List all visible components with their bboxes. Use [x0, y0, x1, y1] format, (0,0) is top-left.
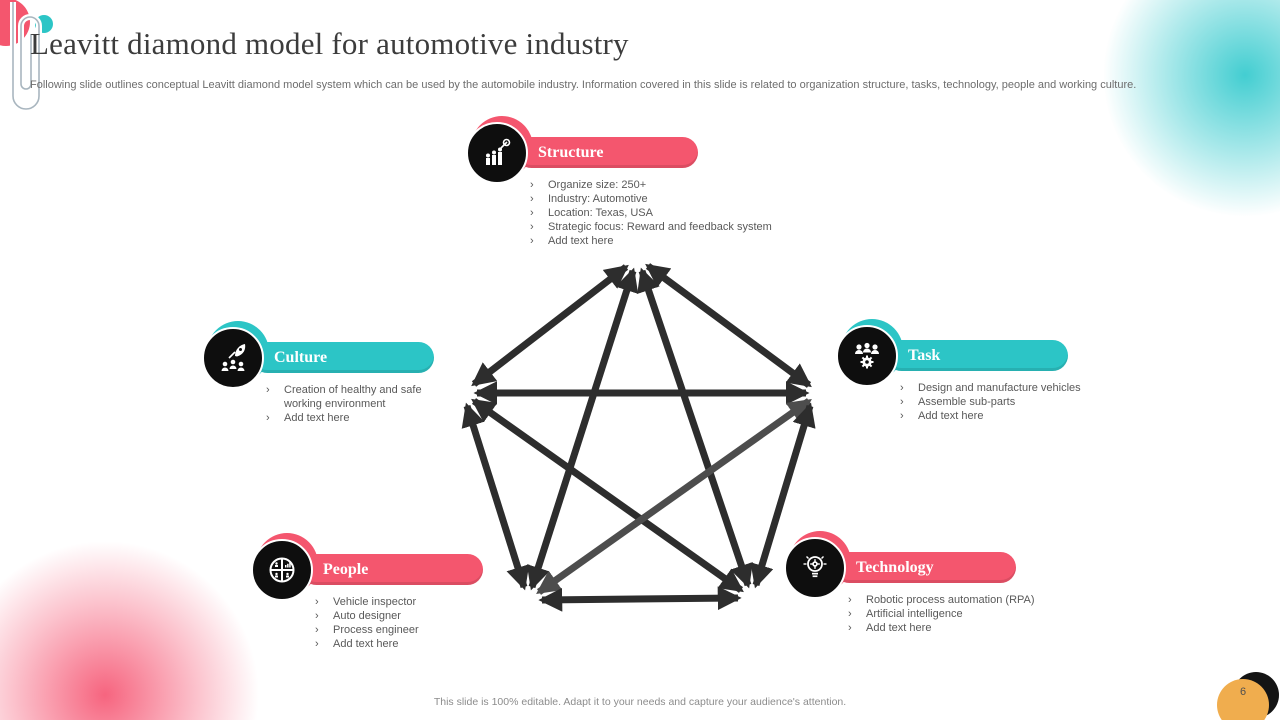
structure-bullets: › Organize size: 250+ › Industry: Automoti…	[530, 178, 820, 248]
bullet-marker: ›	[900, 382, 904, 394]
paperclip-decoration	[0, 0, 53, 112]
teal-blob-decoration	[1100, 0, 1280, 225]
bullet-text: Process engineer	[333, 624, 419, 636]
page-title: Leavitt diamond model for automotive ind…	[30, 26, 629, 61]
bullet-item: › Add text here	[315, 637, 495, 651]
bullet-marker: ›	[315, 596, 319, 608]
bullet-item: › Assemble sub-parts	[900, 395, 1130, 409]
bullet-text: Add text here	[284, 412, 350, 424]
team-gear-icon	[855, 342, 879, 369]
people-bullets: › Vehicle inspector › Auto designer › Proce…	[315, 595, 495, 651]
bullet-item: › Organize size: 250+	[530, 178, 820, 192]
bullet-marker: ›	[530, 179, 534, 191]
people-growth-chart-icon	[486, 138, 511, 165]
bullet-marker: ›	[530, 221, 534, 233]
bulb-gear-icon	[803, 556, 827, 578]
bullet-item: › Add text here	[530, 234, 820, 248]
bullet-marker: ›	[315, 624, 319, 636]
bullet-text: Robotic process automation (RPA)	[866, 594, 1035, 606]
edge-task-technology	[750, 402, 816, 589]
edge-people-technology	[538, 586, 742, 612]
edge-structure-technology	[637, 267, 753, 589]
bullet-text: Strategic focus: Reward and feedback sys…	[548, 221, 772, 233]
bullet-text: Add text here	[918, 410, 984, 422]
bullet-marker: ›	[900, 396, 904, 408]
bullet-item: › Industry: Automotive	[530, 192, 820, 206]
bullet-marker: ›	[266, 412, 270, 424]
bullet-item: › Robotic process automation (RPA)	[848, 593, 1078, 607]
task-pill: Task	[886, 340, 1068, 371]
bullet-marker: ›	[530, 193, 534, 205]
bullet-item: › Design and manufacture vehicles	[900, 381, 1130, 395]
bullet-item: › Location: Texas, USA	[530, 206, 820, 220]
bullet-marker: ›	[900, 410, 904, 422]
bullet-text: Creation of healthy and safe working env…	[284, 384, 422, 410]
structure-pill: Structure	[516, 137, 698, 168]
technology-icon-circle	[784, 537, 846, 599]
bullet-text: Location: Texas, USA	[548, 207, 653, 219]
bullet-text: Design and manufacture vehicles	[918, 382, 1081, 394]
people-segments-icon	[269, 557, 295, 583]
bullet-marker: ›	[848, 594, 852, 606]
page-subtitle: Following slide outlines conceptual Leav…	[30, 79, 1137, 91]
bullet-text: Artificial intelligence	[866, 608, 963, 620]
bullet-text: Add text here	[333, 638, 399, 650]
bullet-marker: ›	[530, 235, 534, 247]
people-icon-circle	[251, 539, 313, 601]
bullet-text: Vehicle inspector	[333, 596, 417, 608]
bullet-item: › Strategic focus: Reward and feedback sy…	[530, 220, 820, 234]
bullet-item: › Auto designer	[315, 609, 495, 623]
bullet-marker: ›	[848, 622, 852, 634]
bullet-item: › Add text here	[900, 409, 1130, 423]
bullet-item: › Creation of healthy and safe working en…	[266, 383, 438, 411]
page-number-badge: 6	[1217, 679, 1269, 720]
footer-note: This slide is 100% editable. Adapt it to…	[433, 696, 847, 708]
pentagon-diagram	[461, 263, 816, 612]
bullet-item: › Vehicle inspector	[315, 595, 495, 609]
paperclip-icon	[10, 2, 42, 112]
people-pill: People	[301, 554, 483, 585]
bullet-text: Assemble sub-parts	[918, 396, 1016, 408]
task-bullets: › Design and manufacture vehicles › Assemb…	[900, 381, 1130, 423]
task-icon-circle	[836, 325, 898, 387]
pink-blob-decoration	[0, 535, 265, 720]
bullet-marker: ›	[530, 207, 534, 219]
structure-icon-circle	[466, 122, 528, 184]
bullet-item: › Add text here	[266, 411, 438, 425]
technology-bullets: › Robotic process automation (RPA) › Artif…	[848, 593, 1078, 635]
culture-pill: Culture	[252, 342, 434, 373]
bullet-marker: ›	[848, 608, 852, 620]
bullet-item: › Add text here	[848, 621, 1078, 635]
diagram-edges	[461, 263, 816, 612]
bullet-text: Industry: Automotive	[548, 193, 648, 205]
bullet-text: Add text here	[548, 235, 614, 247]
bullet-marker: ›	[315, 638, 319, 650]
bullet-text: Organize size: 250+	[548, 179, 647, 191]
culture-bullets: › Creation of healthy and safe working en…	[266, 383, 438, 425]
bullet-text: Add text here	[866, 622, 932, 634]
bullet-item: › Process engineer	[315, 623, 495, 637]
bullet-marker: ›	[315, 610, 319, 622]
bullet-text: Auto designer	[333, 610, 401, 622]
bullet-marker: ›	[266, 384, 270, 396]
technology-pill: Technology	[834, 552, 1016, 583]
bullet-item: › Artificial intelligence	[848, 607, 1078, 621]
culture-icon-circle	[202, 327, 264, 389]
rocket-team-icon	[221, 344, 246, 371]
